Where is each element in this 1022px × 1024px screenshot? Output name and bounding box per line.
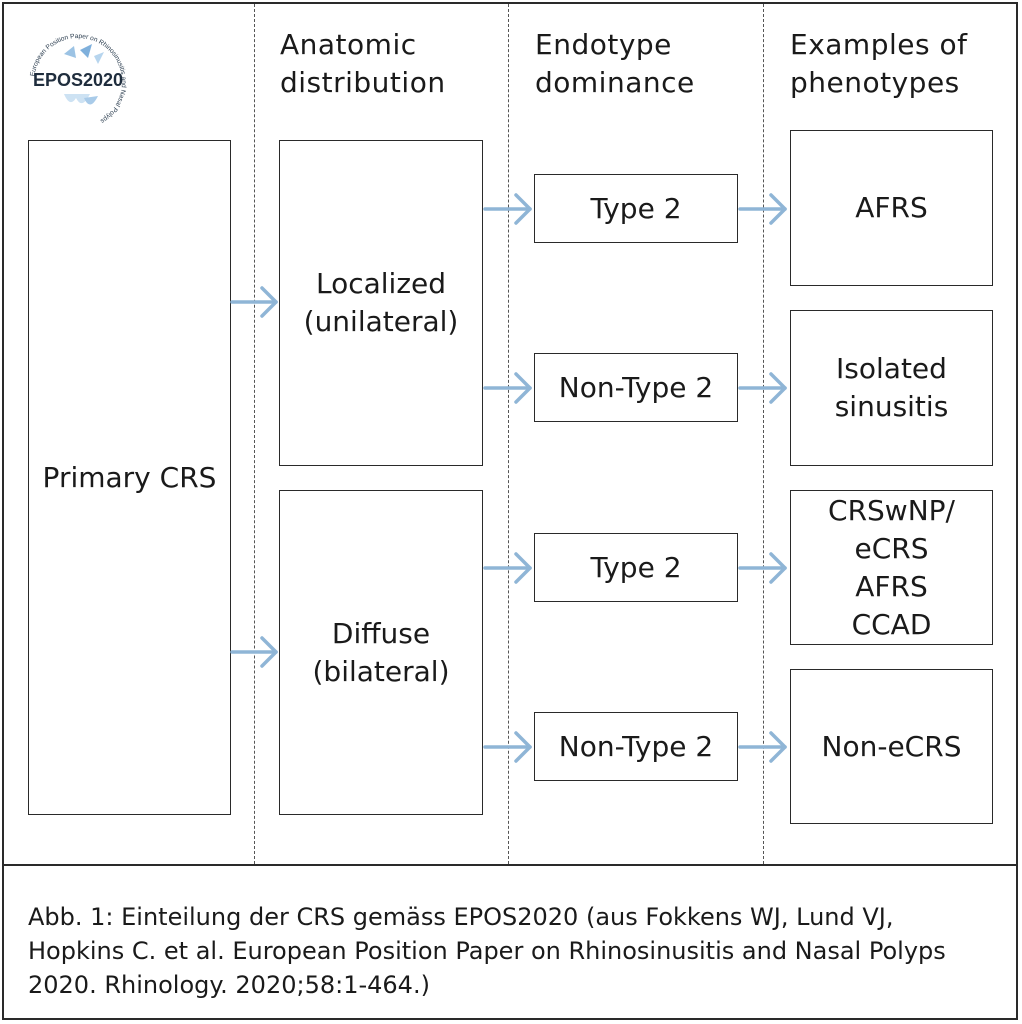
node-non-ecrs: Non-eCRS <box>790 669 993 824</box>
node-isolated-sinusitis-label: Isolated sinusitis <box>834 352 949 423</box>
arrow-diffuse-to-nontype2 <box>483 731 532 763</box>
node-primary-crs: Primary CRS <box>28 140 231 815</box>
epos2020-logo: EPOS2020 European Position Paper on Rhin… <box>24 28 132 136</box>
caption-separator <box>2 864 1018 866</box>
node-afrs: AFRS <box>790 130 993 286</box>
column-divider-3 <box>763 4 764 864</box>
node-primary-crs-label: Primary CRS <box>42 460 217 494</box>
node-afrs-label: AFRS <box>855 191 928 224</box>
arrow-nontype2-to-isolated <box>738 372 787 404</box>
node-type2-diffuse: Type 2 <box>534 533 738 602</box>
node-nontype2-diffuse: Non-Type 2 <box>534 712 738 781</box>
arrow-primary-to-diffuse <box>230 636 278 668</box>
header-examples-of-phenotypes: Examples of phenotypes <box>790 28 968 99</box>
arrow-localized-to-type2 <box>483 193 532 225</box>
node-localized-label: Localized (unilateral) <box>303 267 459 338</box>
node-diffuse: Diffuse (bilateral) <box>279 490 483 815</box>
node-crswnp-label: CRSwNP/ eCRS AFRS CCAD <box>828 493 955 641</box>
node-non-ecrs-label: Non-eCRS <box>821 729 962 763</box>
node-nontype2-diffuse-label: Non-Type 2 <box>558 729 714 763</box>
arrow-diffuse-to-type2 <box>483 552 532 584</box>
column-divider-2 <box>508 4 509 864</box>
header-anatomic-distribution: Anatomic distribution <box>280 28 446 99</box>
node-crswnp-ecrs-afrs-ccad: CRSwNP/ eCRS AFRS CCAD <box>790 490 993 645</box>
arrow-nontype2-to-non-ecrs <box>738 731 787 763</box>
node-type2-localized: Type 2 <box>534 174 738 243</box>
column-divider-1 <box>254 4 255 864</box>
logo-text: EPOS2020 <box>33 70 123 90</box>
arrow-primary-to-localized <box>230 286 278 318</box>
node-type2-localized-label: Type 2 <box>590 191 682 225</box>
node-nontype2-localized-label: Non-Type 2 <box>558 370 714 404</box>
arrow-type2-to-afrs <box>738 193 787 225</box>
arrow-localized-to-nontype2 <box>483 372 532 404</box>
node-type2-diffuse-label: Type 2 <box>590 550 682 584</box>
header-endotype-dominance: Endotype dominance <box>535 28 695 99</box>
node-isolated-sinusitis: Isolated sinusitis <box>790 310 993 466</box>
figure-caption: Abb. 1: Einteilung der CRS gemäss EPOS20… <box>28 903 946 999</box>
node-nontype2-localized: Non-Type 2 <box>534 353 738 422</box>
node-diffuse-label: Diffuse (bilateral) <box>312 616 450 688</box>
node-localized: Localized (unilateral) <box>279 140 483 466</box>
arrow-type2-to-crswnp <box>738 552 787 584</box>
